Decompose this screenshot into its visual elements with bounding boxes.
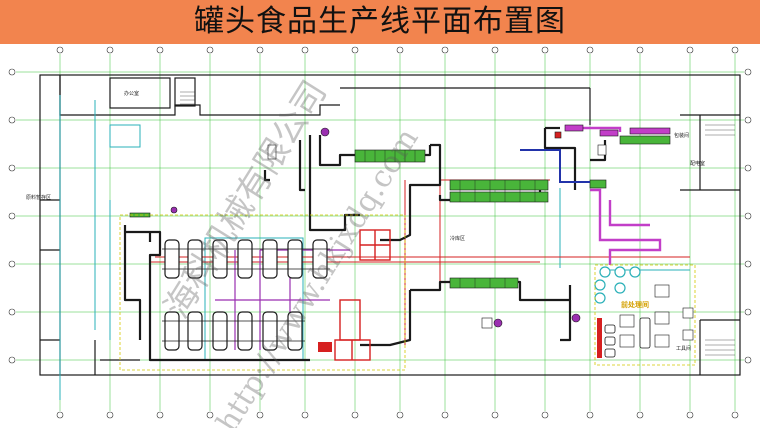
purple-pipelines <box>215 249 350 350</box>
zone-boundaries <box>119 214 696 371</box>
blue-line <box>520 149 590 183</box>
pretreat-machines <box>604 317 651 358</box>
retort-tank-bands <box>162 248 330 342</box>
top-right-machines <box>554 124 671 139</box>
grid-axis-markers-right <box>744 68 752 364</box>
grid-axis-markers-left <box>8 68 16 364</box>
magenta-conveyor <box>570 126 662 265</box>
room-label-office: 办公室 <box>124 91 140 97</box>
room-label-power: 配电室 <box>690 161 706 167</box>
red-blocks <box>318 318 602 358</box>
small-equipment <box>267 144 694 348</box>
floor-plan <box>8 46 752 419</box>
title-bar <box>0 0 760 44</box>
grid-axis-markers-top <box>56 46 739 54</box>
page-title: 罐头食品生产线平面布置图 <box>194 4 566 39</box>
purple-machines <box>170 127 581 328</box>
room-label-pretreatment: 前处理间 <box>621 301 649 309</box>
red-frames <box>334 229 391 361</box>
stairs <box>180 91 735 356</box>
room-label-cold-storage: 冷库区 <box>450 236 466 242</box>
room-label-tools: 工具间 <box>676 346 692 352</box>
grid-axis-markers-bottom <box>56 411 739 419</box>
structural-grid <box>16 54 744 411</box>
room-label-packing: 包装间 <box>674 133 690 139</box>
pretreat-tanks <box>594 266 641 304</box>
retort-tanks <box>164 239 328 351</box>
green-equipment-ribs <box>364 150 536 288</box>
room-label-raw-material: 原料暂存区 <box>26 195 52 201</box>
